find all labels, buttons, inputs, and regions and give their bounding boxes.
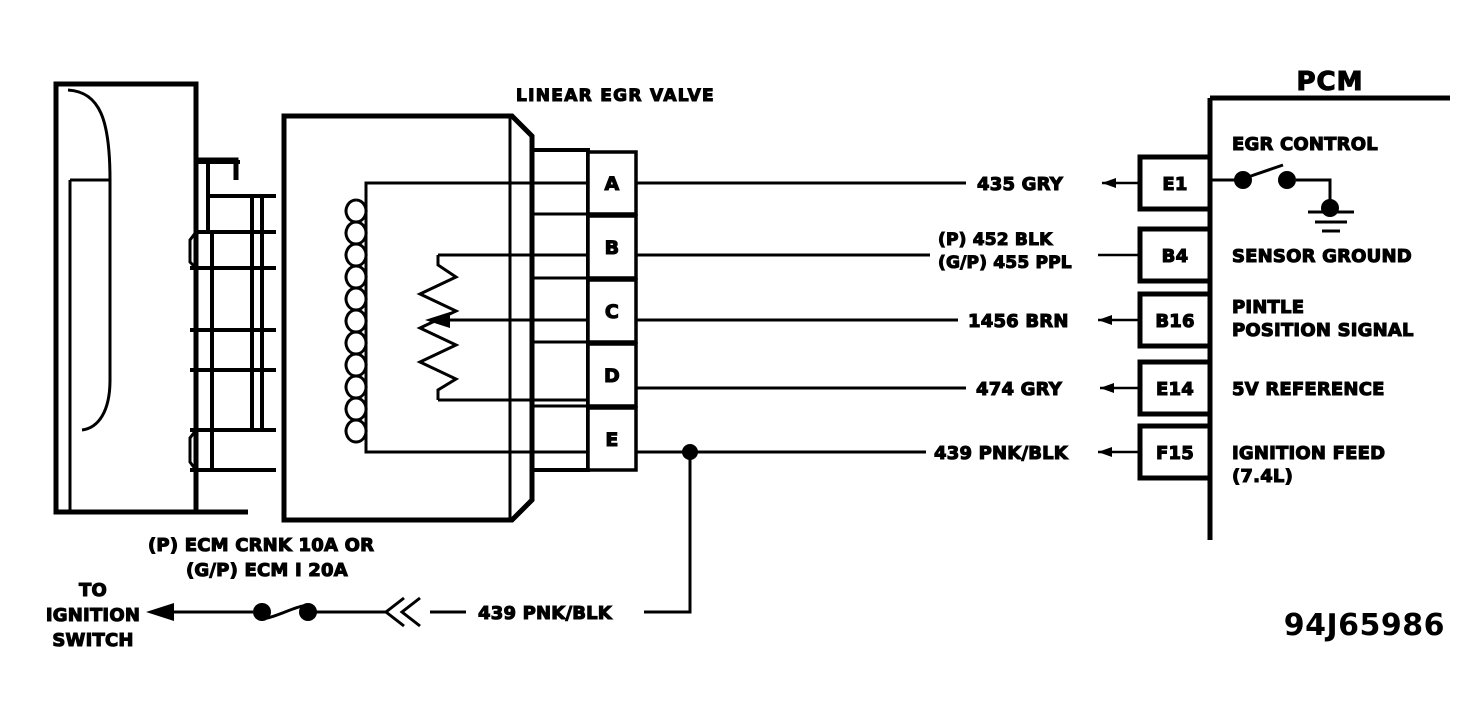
terminal-label-b16: B16 xyxy=(1155,311,1194,332)
arrow-left-icon-c xyxy=(1098,315,1112,325)
circuit-row-b: (P) 452 BLK (G/P) 455 PPL xyxy=(636,229,1140,274)
destination-label-line1: TO xyxy=(79,580,107,601)
terminal-box-b4[interactable] xyxy=(1137,226,1213,284)
terminal-label-e1: E1 xyxy=(1162,174,1187,195)
pin-label-a: A xyxy=(605,173,620,195)
circuit-row-a: 435 GRY xyxy=(636,173,1140,196)
branch-wire-label-439-pnk-blk: 439 PNK/BLK xyxy=(478,603,613,624)
wire-label-474-gry: 474 GRY xyxy=(976,379,1063,400)
function-label-5v-reference: 5V REFERENCE xyxy=(1232,379,1385,400)
arrow-left-icon-a xyxy=(1102,178,1116,188)
wire-label-455-ppl: (G/P) 455 PPL xyxy=(938,253,1072,273)
egr-valve-housing xyxy=(53,81,276,515)
pcm-terminals: E1 B4 B16 E14 F15 xyxy=(1137,154,1213,481)
fuse-label-line2: (G/P) ECM I 20A xyxy=(186,560,348,581)
pin-box-d[interactable] xyxy=(586,342,638,408)
terminal-box-f15[interactable] xyxy=(1137,423,1213,481)
wire-label-439-pnk-blk: 439 PNK/BLK xyxy=(934,443,1069,464)
circuit-row-e: 439 PNK/BLK xyxy=(636,442,1140,614)
pin-box-b[interactable] xyxy=(586,214,638,280)
function-label-egr-control: EGR CONTROL xyxy=(1232,134,1378,155)
pcm-label: PCM xyxy=(1296,67,1363,97)
function-label-sensor-ground: SENSOR GROUND xyxy=(1232,246,1412,267)
arrow-left-icon-d xyxy=(1100,383,1114,393)
function-label-ignition-feed-engine: (7.4L) xyxy=(1232,466,1293,487)
wire-label-452-blk: (P) 452 BLK xyxy=(938,230,1053,250)
pcm-module: PCM xyxy=(1207,66,1450,540)
terminal-label-b4: B4 xyxy=(1162,246,1189,267)
terminal-label-f15: F15 xyxy=(1156,443,1194,464)
diagram-title: LINEAR EGR VALVE xyxy=(516,86,715,106)
internal-circuit xyxy=(344,181,600,454)
arrow-left-icon-e xyxy=(1098,447,1112,457)
variable-resistor-icon xyxy=(416,253,600,402)
wire-label-435-gry: 435 GRY xyxy=(977,174,1064,195)
ground-icon xyxy=(1308,199,1354,233)
pin-box-e[interactable] xyxy=(586,406,638,472)
destination-label-line2: IGNITION xyxy=(46,605,140,626)
terminal-box-b16[interactable] xyxy=(1137,291,1213,349)
pin-label-c: C xyxy=(605,301,619,323)
function-label-pintle: PINTLE xyxy=(1232,297,1304,318)
destination-label-line3: SWITCH xyxy=(52,630,133,651)
pin-label-e: E xyxy=(605,429,618,451)
double-chevron-left-icon xyxy=(383,596,421,628)
coil-icon xyxy=(344,198,368,444)
circuit-row-c: 1456 BRN xyxy=(636,310,1140,333)
egr-connector: A B C D E xyxy=(532,148,638,472)
circuit-row-d: 474 GRY xyxy=(636,378,1140,401)
function-label-ignition-feed: IGNITION FEED xyxy=(1232,443,1385,464)
fuse-icon xyxy=(253,603,317,621)
wiper-arrow-icon xyxy=(425,312,450,328)
terminal-box-e1[interactable] xyxy=(1137,154,1213,212)
arrow-left-icon-ignition xyxy=(146,603,174,621)
terminal-label-e14: E14 xyxy=(1156,379,1194,400)
power-feed-branch: 439 PNK/BLK xyxy=(146,596,613,628)
function-label-position-signal: POSITION SIGNAL xyxy=(1232,320,1414,341)
document-number: 94J65986 xyxy=(1284,608,1445,643)
fuse-label-line1: (P) ECM CRNK 10A OR xyxy=(148,535,374,556)
egr-control-switch xyxy=(1210,163,1354,233)
egr-valve-body xyxy=(281,113,535,523)
pin-label-d: D xyxy=(604,365,620,387)
wire-label-1456-brn: 1456 BRN xyxy=(968,311,1069,332)
pin-box-c[interactable] xyxy=(586,278,638,344)
pin-label-b: B xyxy=(605,237,620,259)
switch-icon xyxy=(1210,163,1296,189)
